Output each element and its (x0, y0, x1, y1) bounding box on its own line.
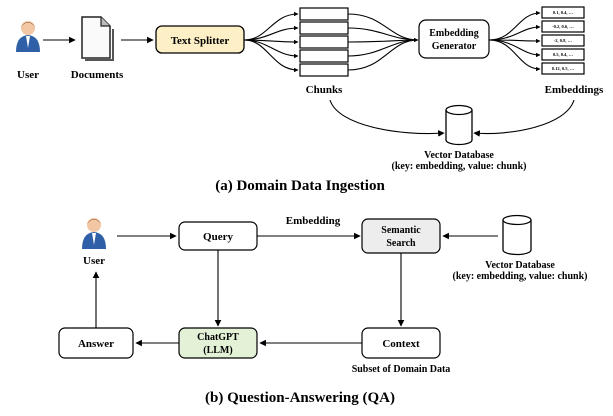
embedding-stack: 0.1, 0.4, … -0.2, 0.6, … -2, 0.8, … 0.5,… (541, 6, 585, 75)
embedding-value: -0.2, 0.6, … (552, 24, 574, 29)
embeddings-label: Embeddings (545, 84, 604, 96)
embedding-generator-line2: Generator (432, 41, 477, 52)
qa-user-label: User (83, 255, 105, 267)
database-icon (445, 104, 473, 146)
chunk-box (299, 7, 349, 21)
qa-vector-db-label: Vector Database (485, 260, 555, 271)
vector-db-sublabel: (key: embedding, value: chunk) (391, 161, 526, 172)
qa-section: User Query Embedding Semantic Search Vec… (58, 214, 588, 406)
chunk-box (299, 35, 349, 49)
embedding-generator-line1: Embedding (429, 28, 478, 39)
chunk-box (299, 49, 349, 63)
documents-label: Documents (71, 69, 124, 81)
embedding-edge-label: Embedding (286, 215, 341, 227)
edge-embeddings-vectordb (473, 99, 575, 137)
embedding-box (541, 20, 585, 33)
embedding-box (541, 62, 585, 75)
semantic-search-line1: Semantic (381, 225, 421, 236)
embedding-value: -2, 0.8, … (554, 38, 573, 43)
chunks-label: Chunks (306, 84, 343, 96)
chunk-stack (299, 7, 349, 77)
ingestion-caption: (a) Domain Data Ingestion (215, 178, 385, 194)
chunk-box (299, 21, 349, 35)
embedding-value: 0.1, 0.4, … (553, 10, 574, 15)
chunk-box (299, 63, 349, 77)
embedding-box (541, 6, 585, 19)
edges-generator-embeddings (488, 10, 541, 72)
chatgpt-line1: ChatGPT (197, 332, 239, 343)
user-icon (82, 218, 106, 249)
database-icon (502, 214, 532, 256)
context-label: Context (382, 338, 420, 350)
edge-chunks-vectordb (329, 99, 445, 137)
query-label: Query (203, 231, 233, 243)
document-icon (81, 16, 114, 61)
qa-vector-db-sublabel: (key: embedding, value: chunk) (452, 271, 587, 282)
text-splitter-label: Text Splitter (171, 35, 230, 47)
embedding-value: 0.5, 0.4, … (553, 52, 574, 57)
vector-db-label: Vector Database (424, 150, 494, 161)
qa-caption: (b) Question-Answering (QA) (205, 390, 395, 406)
embedding-box (541, 34, 585, 47)
edges-chunks-generator (347, 13, 419, 71)
embedding-generator-box (418, 19, 490, 59)
answer-label: Answer (78, 338, 114, 350)
subset-label: Subset of Domain Data (352, 364, 451, 375)
ingestion-user-label: User (17, 69, 39, 81)
edges-splitter-chunks (243, 11, 299, 73)
semantic-search-line2: Search (386, 238, 416, 249)
embedding-box (541, 48, 585, 61)
user-icon (16, 21, 40, 52)
chatgpt-line2: (LLM) (203, 345, 232, 356)
ingestion-section: User Documents Text Splitter (16, 6, 604, 194)
embedding-value: 0.12, 0.5, … (552, 66, 575, 71)
